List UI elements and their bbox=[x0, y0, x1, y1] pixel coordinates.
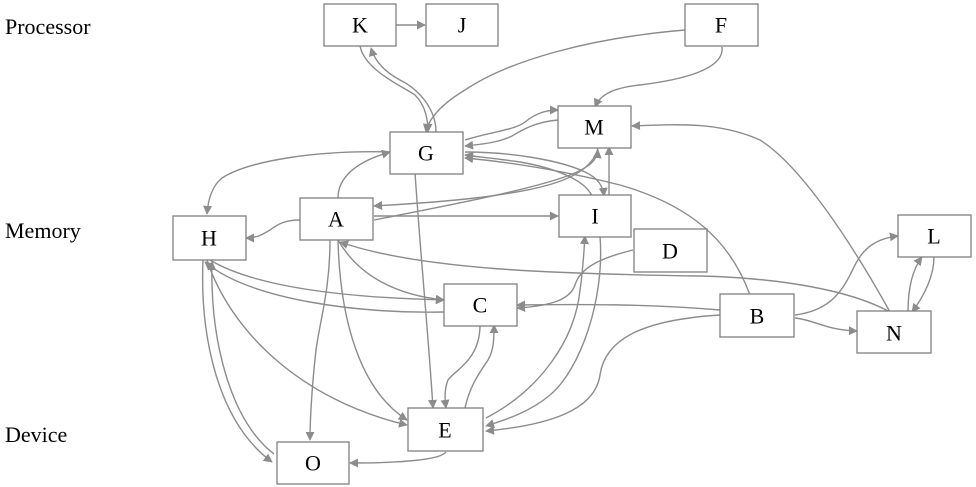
edge-a-c bbox=[337, 239, 445, 304]
node-label-b: B bbox=[750, 304, 765, 329]
edge-m-g bbox=[464, 119, 559, 150]
node-label-j: J bbox=[458, 13, 467, 38]
edge-h-o bbox=[201, 259, 273, 463]
edge-a-h bbox=[245, 219, 301, 243]
edge-c-e bbox=[440, 324, 481, 409]
node-label-n: N bbox=[886, 321, 902, 346]
node-f[interactable]: F bbox=[684, 3, 759, 47]
node-label-k: K bbox=[352, 13, 368, 38]
node-label-o: O bbox=[305, 451, 321, 476]
node-c[interactable]: C bbox=[443, 283, 518, 327]
edges bbox=[201, 20, 935, 468]
edge-b-g bbox=[464, 154, 751, 296]
node-n[interactable]: N bbox=[856, 310, 932, 354]
node-label-f: F bbox=[715, 13, 727, 38]
node-l[interactable]: L bbox=[897, 214, 972, 258]
edge-g-h bbox=[203, 151, 391, 215]
edge-g-e bbox=[414, 171, 437, 409]
edge-h-e bbox=[206, 259, 408, 428]
node-a[interactable]: A bbox=[299, 197, 374, 241]
node-label-m: M bbox=[584, 115, 604, 140]
edge-e-i bbox=[485, 235, 589, 419]
node-k[interactable]: K bbox=[323, 3, 397, 47]
edge-n-m bbox=[631, 121, 891, 313]
node-label-a: A bbox=[328, 207, 344, 232]
node-h[interactable]: H bbox=[172, 215, 247, 261]
edge-a-o bbox=[305, 239, 331, 441]
edge-b-c bbox=[516, 300, 721, 311]
node-o[interactable]: O bbox=[276, 441, 350, 485]
edge-a-g bbox=[337, 149, 391, 199]
edge-b-e bbox=[485, 314, 721, 435]
edge-n-a bbox=[339, 240, 891, 313]
node-i[interactable]: I bbox=[558, 194, 632, 238]
edge-l-n bbox=[911, 256, 935, 313]
edge-i-g bbox=[464, 151, 593, 197]
edge-o-h bbox=[207, 261, 275, 455]
edge-i-e bbox=[485, 235, 602, 428]
node-b[interactable]: B bbox=[719, 293, 795, 338]
edge-g-i bbox=[464, 151, 608, 197]
node-label-h: H bbox=[201, 226, 217, 251]
node-label-l: L bbox=[927, 224, 940, 249]
edge-f-m bbox=[593, 46, 723, 108]
edge-h-c bbox=[209, 259, 445, 305]
edge-e-o bbox=[349, 451, 447, 468]
edge-g-k bbox=[368, 47, 437, 133]
edge-f-g bbox=[422, 29, 686, 133]
lane-label-processor: Processor bbox=[5, 14, 91, 39]
edge-k-g bbox=[359, 45, 433, 133]
lane-label-device: Device bbox=[5, 422, 67, 447]
edge-a-m bbox=[373, 149, 602, 221]
node-label-g: G bbox=[418, 141, 434, 166]
edge-e-c bbox=[464, 324, 499, 409]
node-label-c: C bbox=[473, 293, 488, 318]
node-g[interactable]: G bbox=[389, 131, 464, 175]
edge-g-m bbox=[464, 105, 559, 141]
edge-a-e bbox=[337, 239, 408, 421]
edge-c-h bbox=[204, 261, 445, 313]
node-m[interactable]: M bbox=[557, 105, 632, 149]
node-label-d: D bbox=[662, 239, 678, 264]
node-j[interactable]: J bbox=[425, 3, 499, 47]
edge-b-n bbox=[794, 317, 858, 336]
node-e[interactable]: E bbox=[407, 407, 484, 452]
edge-b-l bbox=[794, 232, 899, 316]
node-label-e: E bbox=[438, 418, 451, 443]
edge-n-l bbox=[907, 256, 923, 313]
node-label-i: I bbox=[591, 204, 598, 229]
lane-label-memory: Memory bbox=[5, 218, 81, 243]
edge-d-c bbox=[516, 249, 634, 313]
node-d[interactable]: D bbox=[633, 228, 708, 273]
